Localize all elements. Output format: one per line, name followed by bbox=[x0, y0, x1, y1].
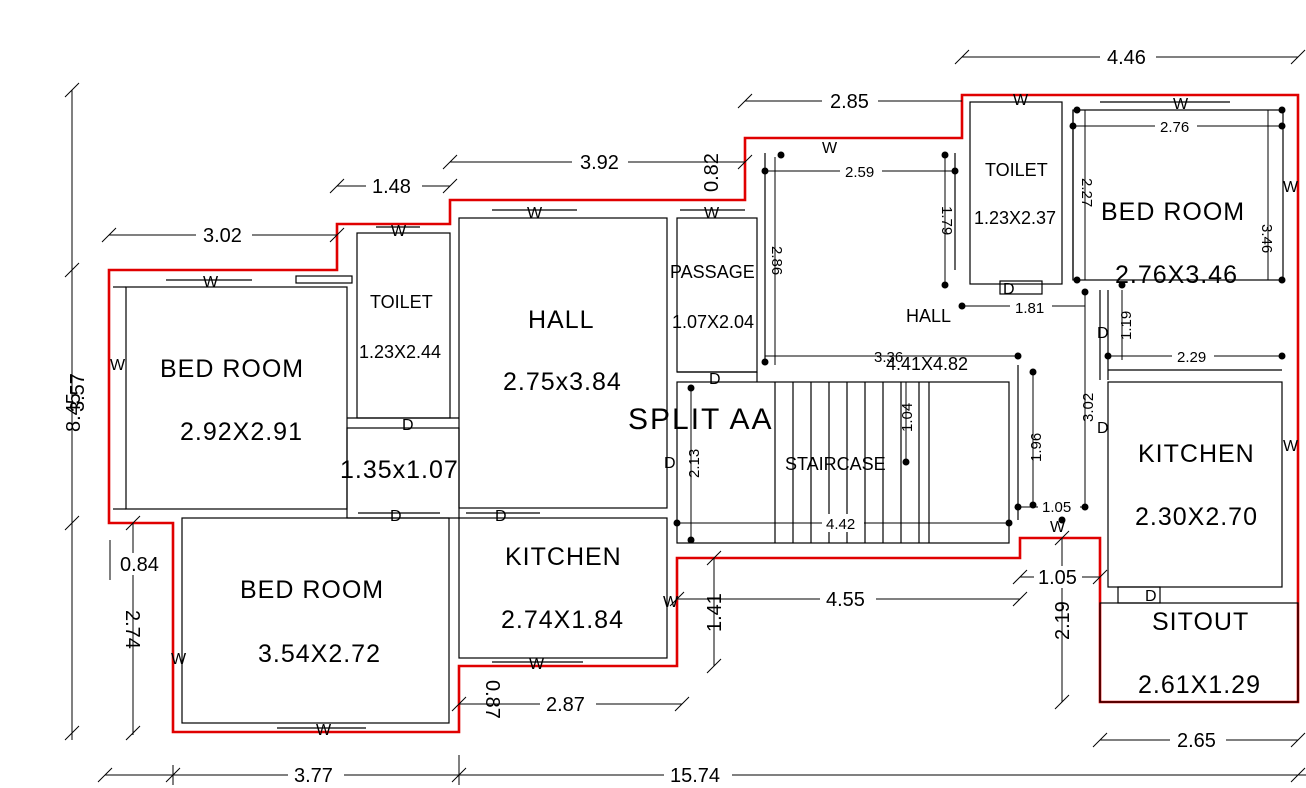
east-block-walls bbox=[764, 101, 1299, 703]
dim-219: 2.19 bbox=[1052, 601, 1074, 640]
bed-e-name: BED ROOM bbox=[1101, 198, 1245, 226]
dim-274: 2.74 bbox=[121, 610, 143, 649]
passage-name: PASSAGE bbox=[670, 262, 755, 282]
window-mark: W bbox=[316, 722, 332, 739]
door-mark: D bbox=[1145, 588, 1157, 605]
dim-276: 2.76 bbox=[1160, 119, 1189, 136]
dim-285: 2.85 bbox=[830, 91, 869, 113]
split-title: SPLIT AA bbox=[628, 403, 774, 436]
kitchen-e-name: KITCHEN bbox=[1138, 440, 1255, 468]
hall-e-size: 4.41X4.82 bbox=[886, 354, 968, 374]
dim-119: 1.19 bbox=[1118, 311, 1135, 340]
dimension-dots bbox=[673, 106, 1286, 544]
bed-sw-size: 3.54X2.72 bbox=[258, 640, 381, 668]
door-mark: D bbox=[1097, 325, 1109, 342]
dim-105b: 1.05 bbox=[1038, 567, 1077, 589]
openings bbox=[166, 101, 1230, 729]
dim-229: 2.29 bbox=[1177, 349, 1206, 366]
kitchen-e-size: 2.30X2.70 bbox=[1135, 503, 1258, 531]
window-mark: W bbox=[110, 357, 126, 374]
hall-e-name: HALL bbox=[906, 306, 951, 326]
dim-104: 1.04 bbox=[899, 403, 916, 432]
staircase-name: STAIRCASE bbox=[785, 454, 886, 474]
door-mark: D bbox=[1097, 420, 1109, 437]
dim-105: 1.05 bbox=[1042, 499, 1071, 516]
dim-196: 1.96 bbox=[1028, 433, 1045, 462]
kitchen-w-size: 2.74X1.84 bbox=[501, 606, 624, 634]
dim-287: 2.87 bbox=[546, 694, 585, 716]
dim-213: 2.13 bbox=[686, 449, 703, 478]
door-mark: D bbox=[709, 371, 721, 388]
window-mark: W bbox=[391, 223, 407, 240]
dim-148: 1.48 bbox=[372, 176, 411, 198]
window-mark: W bbox=[704, 205, 720, 222]
window-mark: W bbox=[203, 274, 219, 291]
dim-845: 8.45 bbox=[63, 393, 85, 432]
door-mark: D bbox=[495, 508, 507, 525]
dim-181: 1.81 bbox=[1015, 300, 1044, 317]
dim-446: 4.46 bbox=[1107, 47, 1146, 69]
window-mark: W bbox=[527, 205, 543, 222]
dim-084: 0.84 bbox=[120, 554, 159, 576]
window-mark: W bbox=[663, 594, 679, 611]
kitchen-w-name: KITCHEN bbox=[505, 543, 622, 571]
toilet-e-name: TOILET bbox=[985, 160, 1048, 180]
bed-nw-size: 2.92X2.91 bbox=[180, 418, 303, 446]
sitout-name: SITOUT bbox=[1152, 608, 1249, 636]
dim-259: 2.59 bbox=[845, 164, 874, 181]
hall-w-name: HALL bbox=[528, 306, 595, 334]
dim-302: 3.02 bbox=[203, 225, 242, 247]
dim-346: 3.46 bbox=[1258, 224, 1275, 253]
window-mark: W bbox=[529, 656, 545, 673]
window-mark: W bbox=[1013, 92, 1029, 109]
dim-302b: 3.02 bbox=[1080, 393, 1097, 422]
toilet-e-size: 1.23X2.37 bbox=[974, 208, 1056, 228]
dimension-labels: 4.46 2.85 3.92 0.82 1.48 3.02 2.76 2.59 … bbox=[63, 46, 1275, 787]
dim-286: 2.86 bbox=[768, 246, 785, 275]
window-mark: W bbox=[1050, 519, 1066, 536]
dim-1574: 15.74 bbox=[670, 765, 720, 787]
dim-336: 3.36 bbox=[874, 349, 903, 366]
dim-442: 4.42 bbox=[826, 516, 855, 533]
dim-179: 1.79 bbox=[938, 206, 955, 235]
door-mark: D bbox=[402, 417, 414, 434]
dim-082: 0.82 bbox=[701, 153, 723, 192]
room-labels: BED ROOM 2.92X2.91 TOILET 1.23X2.44 HALL… bbox=[160, 160, 1261, 699]
dim-141: 1.41 bbox=[704, 593, 726, 632]
door-mark: D bbox=[390, 508, 402, 525]
opening-marks: W W W W W W W W W W W W W W W D D D D D … bbox=[110, 92, 1299, 739]
door-mark: D bbox=[664, 455, 676, 472]
sitout-size: 2.61X1.29 bbox=[1138, 671, 1261, 699]
dim-377: 3.77 bbox=[294, 765, 333, 787]
hall-w-size: 2.75x3.84 bbox=[503, 368, 622, 396]
window-mark: W bbox=[822, 140, 838, 157]
lobby-size: 1.35x1.07 bbox=[340, 456, 459, 484]
dim-455: 4.55 bbox=[826, 589, 865, 611]
dim-357: 3.57 bbox=[67, 373, 89, 412]
bed-e-size: 2.76X3.46 bbox=[1115, 261, 1238, 289]
bed-nw-name: BED ROOM bbox=[160, 355, 304, 383]
dim-265: 2.65 bbox=[1177, 730, 1216, 752]
dim-392: 3.92 bbox=[580, 152, 619, 174]
window-mark: W bbox=[1283, 179, 1299, 196]
passage-size: 1.07X2.04 bbox=[672, 312, 754, 332]
toilet-w-name: TOILET bbox=[370, 292, 433, 312]
dim-087: 0.87 bbox=[481, 680, 503, 719]
window-mark: W bbox=[1173, 96, 1189, 113]
west-block-walls bbox=[113, 217, 1010, 724]
bed-sw-name: BED ROOM bbox=[240, 576, 384, 604]
window-mark: W bbox=[1283, 438, 1299, 455]
door-mark: D bbox=[1003, 281, 1015, 298]
toilet-w-size: 1.23X2.44 bbox=[359, 342, 441, 362]
window-mark: W bbox=[171, 651, 187, 668]
dim-227: 2.27 bbox=[1078, 178, 1095, 207]
